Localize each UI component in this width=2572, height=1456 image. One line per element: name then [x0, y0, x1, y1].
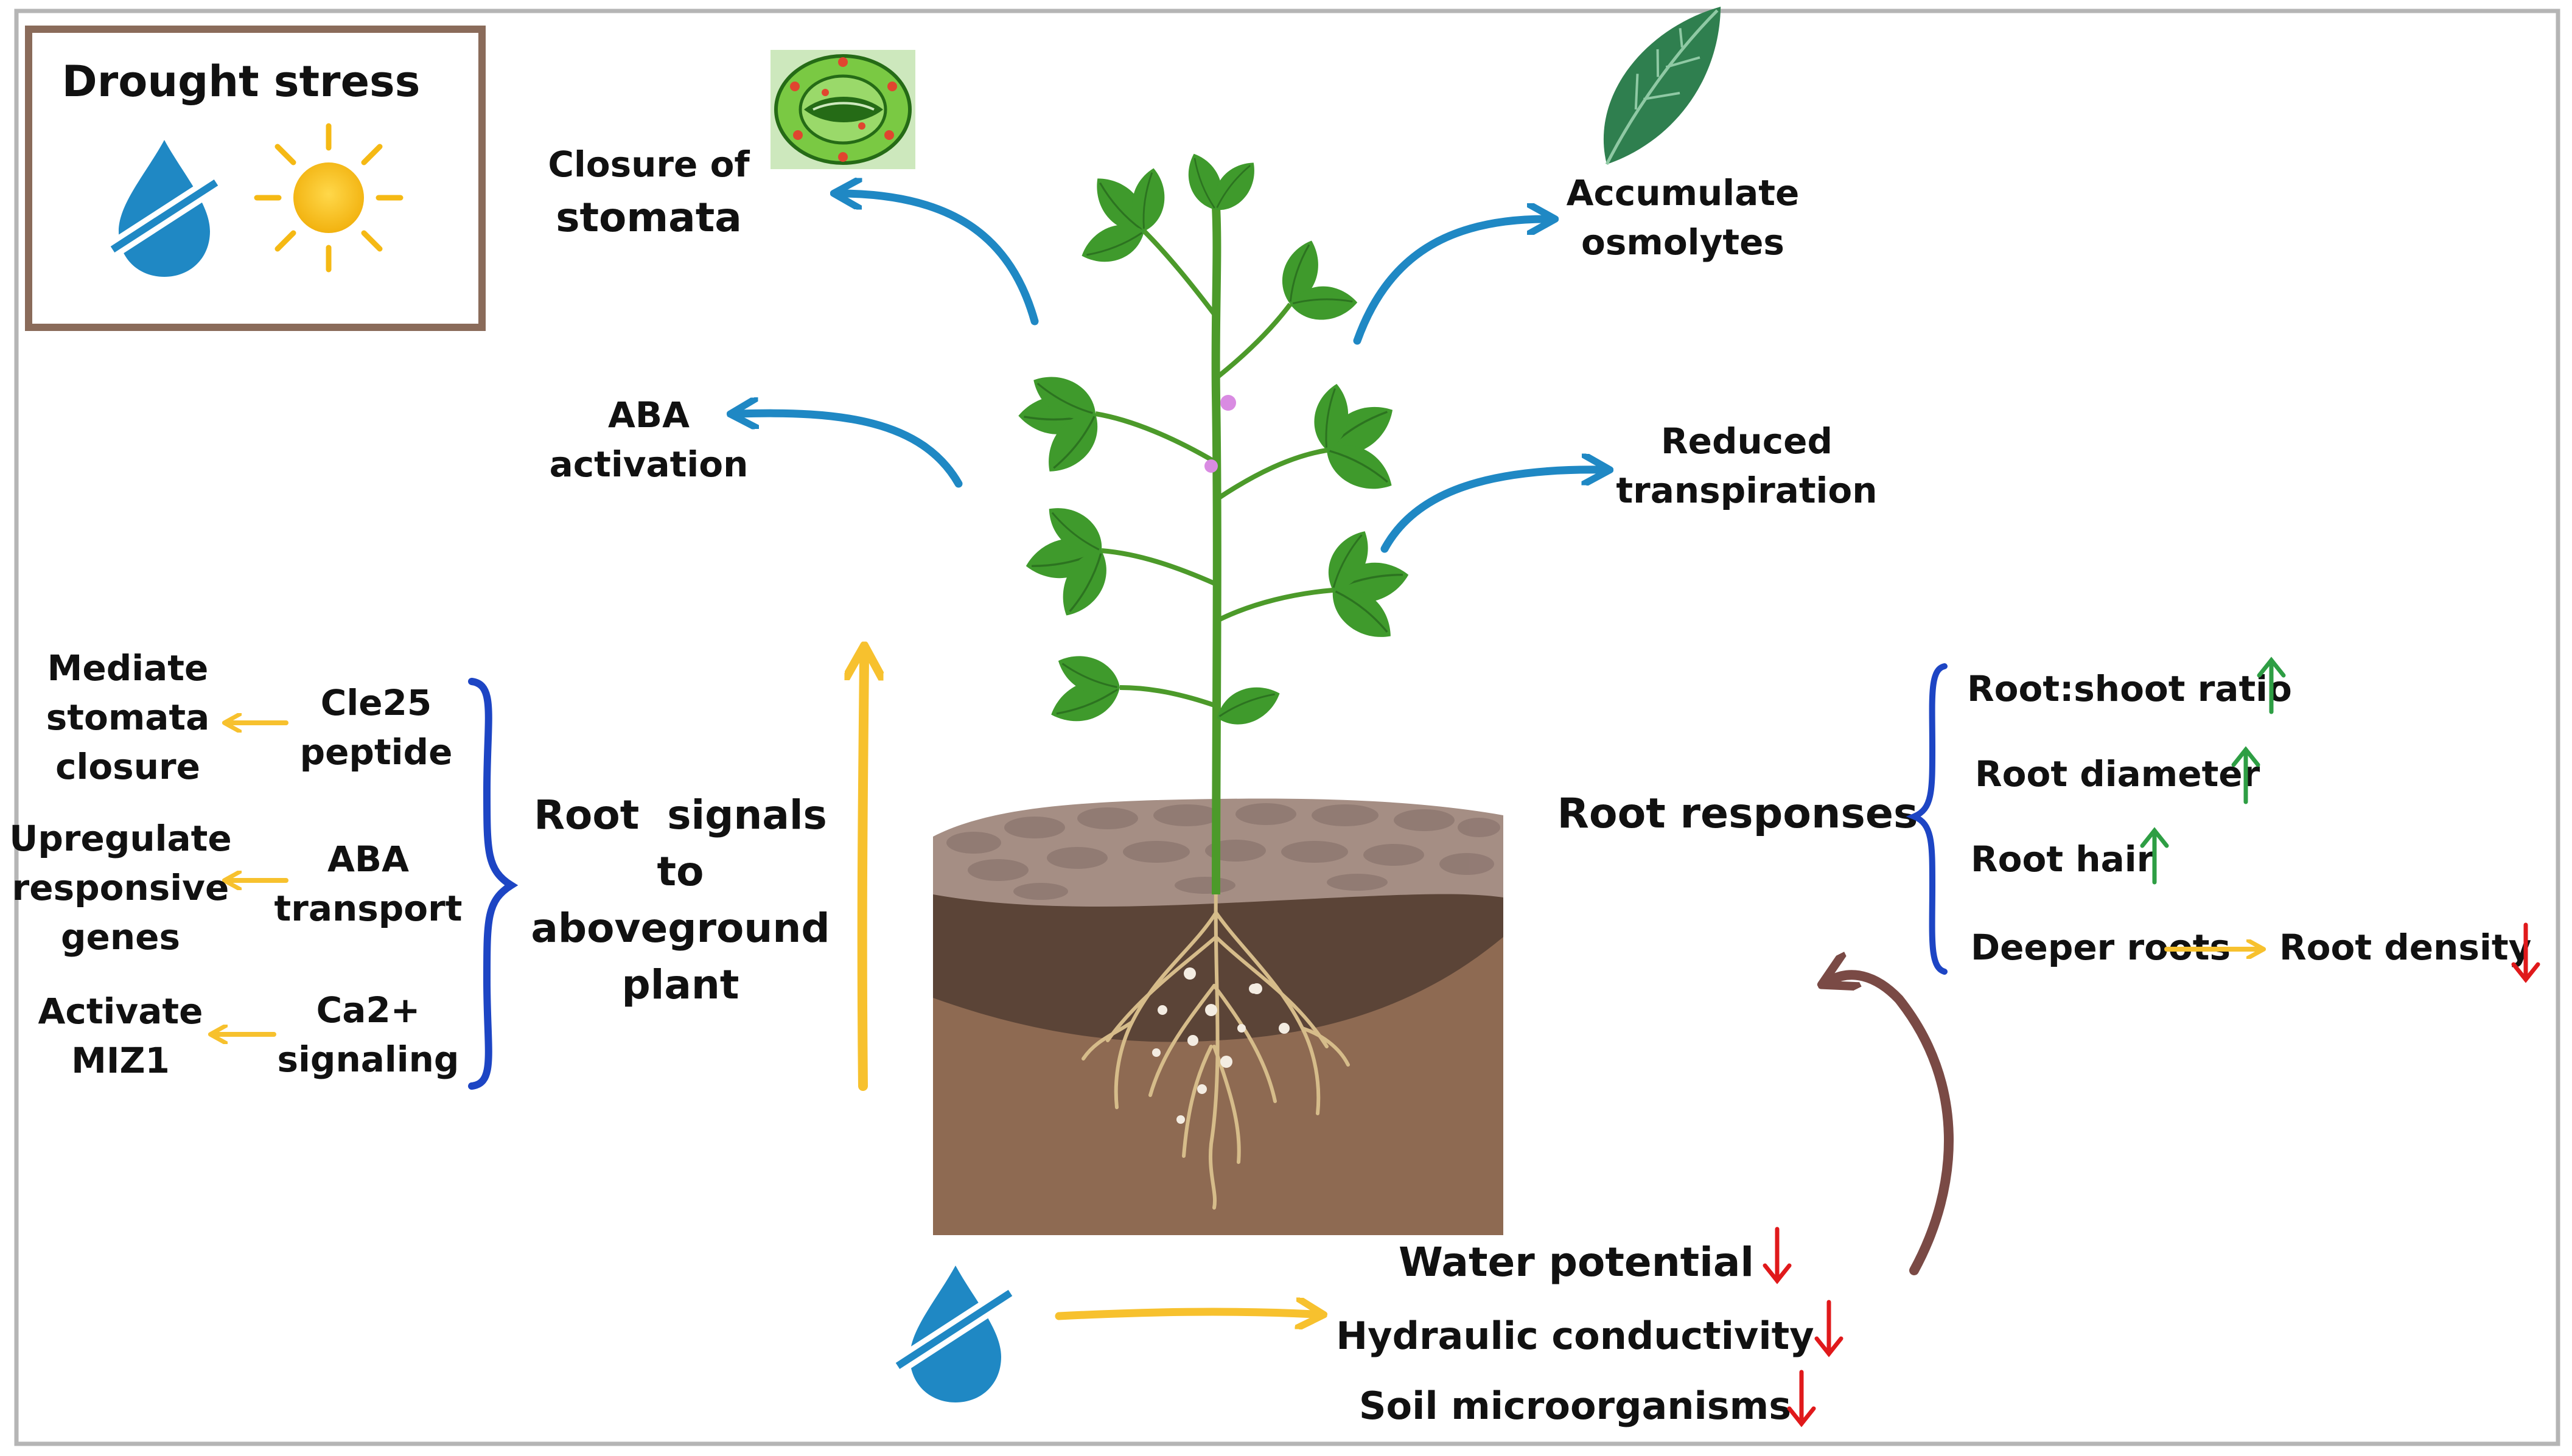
bottom-no-water-drop-icon — [892, 1266, 1016, 1402]
signal-2-label-2: transport — [274, 888, 463, 929]
effect-3-label-1: Activate — [38, 991, 203, 1032]
roots — [1082, 886, 1350, 1210]
signal-3-label-1: Ca2+ — [316, 989, 421, 1031]
effect-1-label-2: stomata — [46, 697, 210, 738]
root-signals-title-3: aboveground — [531, 905, 830, 952]
effect-1-label-3: closure — [55, 746, 200, 787]
root-response-1-label: Root:shoot ratio — [1967, 668, 2292, 709]
osmolytes-label-2: osmolytes — [1581, 221, 1784, 263]
hydraulic-conductivity-label: Hydraulic conductivity — [1336, 1314, 1814, 1358]
water-potential-label: Water potential — [1399, 1239, 1754, 1286]
stomata-arrow — [843, 193, 1039, 326]
signal-3-label-2: signaling — [278, 1039, 460, 1080]
effect-2-label-2: responsive — [12, 867, 229, 908]
aba-arrow — [739, 413, 963, 488]
root-shoot-up-arrow-icon — [2257, 657, 2286, 714]
root-density-label: Root density — [2279, 927, 2531, 968]
stomata-image — [771, 50, 915, 169]
legend-title: Drought stress — [62, 57, 421, 106]
soil-to-root-response-arrow — [1832, 975, 1954, 1275]
signal-1-label-1: Cle25 — [321, 682, 432, 723]
stomata-label-2: stomata — [556, 194, 742, 241]
root-diameter-up-arrow-icon — [2231, 746, 2260, 804]
aba-label-2: activation — [550, 444, 749, 485]
root-response-3-label: Root hair — [1971, 838, 2154, 880]
signal-2-label-1: ABA — [327, 838, 409, 880]
root-response-2-label: Root diameter — [1975, 753, 2260, 795]
water-to-soil-arrow — [1055, 1312, 1315, 1316]
root-signals-brace — [468, 678, 519, 1090]
outer-frame — [14, 9, 2560, 1446]
leaf-icon — [1604, 7, 1721, 165]
plant — [1015, 149, 1410, 895]
stomata-label-1: Closure of — [548, 144, 750, 185]
no-water-drop-icon — [107, 140, 222, 277]
transpiration-arrow — [1380, 470, 1601, 553]
soil-microorganisms-down-arrow-icon — [1787, 1370, 1816, 1427]
root-responses-brace — [1906, 663, 1948, 975]
root-density-down-arrow-icon — [2511, 922, 2540, 983]
root-signals-title-1: Root signals — [534, 792, 827, 838]
root-signal-arrow — [862, 657, 864, 1091]
root-signals-title-2: to — [657, 848, 704, 895]
water-potential-down-arrow-icon — [1763, 1227, 1792, 1284]
root-nodules — [1152, 967, 1290, 1124]
transpiration-label-1: Reduced — [1661, 420, 1833, 462]
soil-microorganisms-label: Soil microorganisms — [1359, 1384, 1791, 1428]
effect-2-label-3: genes — [61, 916, 180, 958]
root-responses-title: Root responses — [1557, 790, 1918, 838]
legend-box: Drought stress — [25, 26, 486, 331]
hydraulic-conductivity-down-arrow-icon — [1814, 1300, 1843, 1357]
root-signals-title-4: plant — [622, 961, 739, 1008]
root-hair-up-arrow-icon — [2140, 827, 2169, 885]
aba-label-1: ABA — [608, 394, 690, 436]
osmolytes-arrow — [1353, 219, 1546, 345]
effect-1-label-1: Mediate — [47, 647, 209, 689]
transpiration-label-2: transpiration — [1616, 470, 1877, 511]
osmolytes-label-1: Accumulate — [1567, 172, 1800, 214]
signal-1-label-2: peptide — [300, 731, 453, 773]
effect-2-label-1: Upregulate — [9, 818, 231, 859]
sun-icon — [254, 123, 404, 273]
effect-3-label-2: MIZ1 — [71, 1040, 170, 1081]
